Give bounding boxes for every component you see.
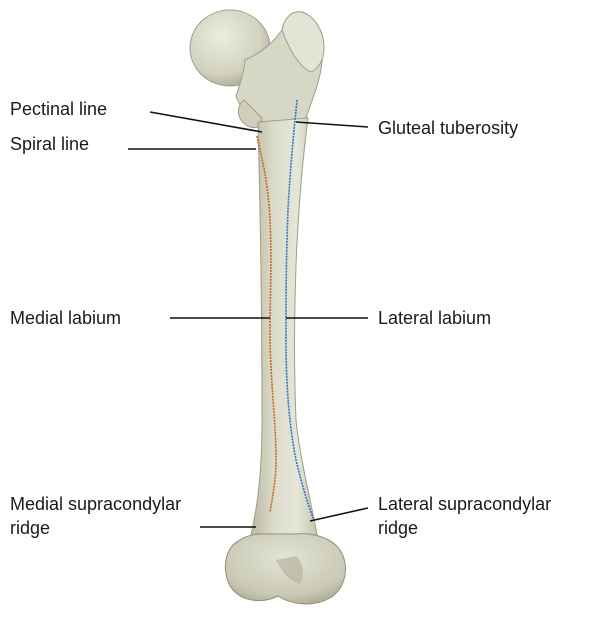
lateral-labium-label: Lateral labium bbox=[378, 307, 491, 329]
lateral-supracondylar-label: Lateral supracondylar ridge bbox=[378, 492, 551, 540]
lateral-supracondylar-leader bbox=[310, 508, 368, 521]
pectinal-line-label: Pectinal line bbox=[10, 98, 107, 120]
medial-supracondylar-label-line2: ridge bbox=[10, 516, 181, 540]
medial-labium-label: Medial labium bbox=[10, 307, 121, 329]
gluteal-tuberosity-label: Gluteal tuberosity bbox=[378, 117, 518, 139]
medial-supracondylar-label: Medial supracondylar ridge bbox=[10, 492, 181, 540]
lateral-supracondylar-label-line1: Lateral supracondylar bbox=[378, 492, 551, 516]
lateral-supracondylar-label-line2: ridge bbox=[378, 516, 551, 540]
medial-supracondylar-label-line1: Medial supracondylar bbox=[10, 492, 181, 516]
spiral-line-label: Spiral line bbox=[10, 133, 89, 155]
femoral-shaft bbox=[250, 118, 318, 540]
